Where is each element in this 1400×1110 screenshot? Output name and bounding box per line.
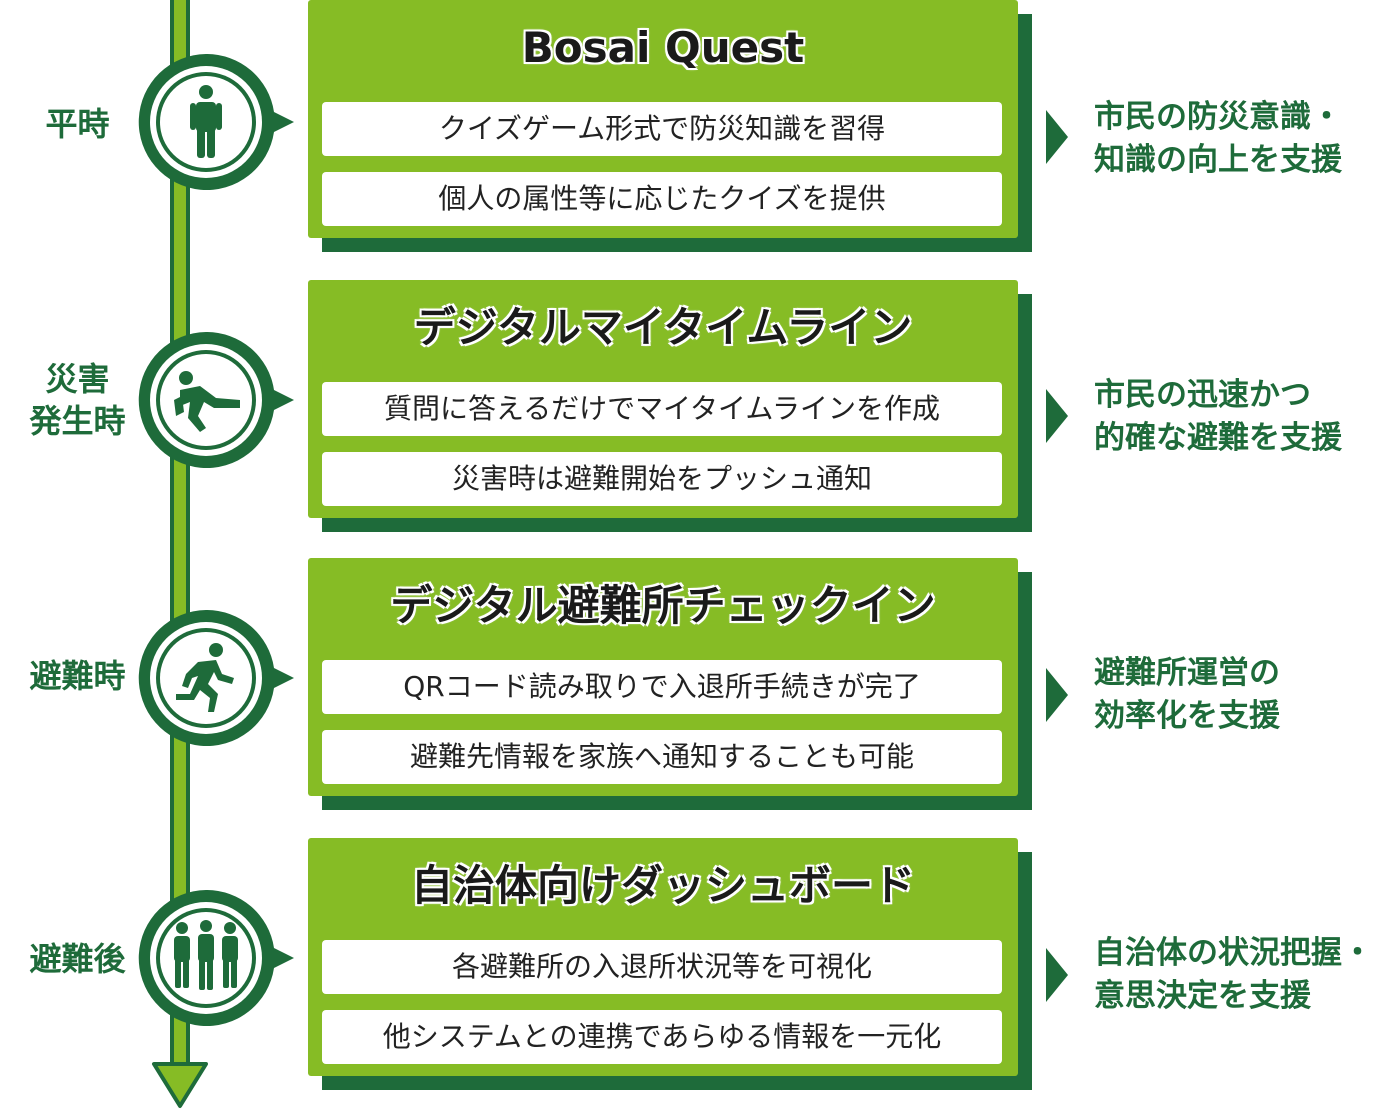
falling-person-icon <box>174 371 240 432</box>
card-body: Bosai Quest クイズゲーム形式で防災知識を習得 個人の属性等に応じたク… <box>308 0 1018 238</box>
result-text: 市民の迅速かつ 的確な避難を支援 <box>1094 374 1400 460</box>
phase-label-line: 避難時 <box>29 657 126 695</box>
result-line: 知識の向上を支援 <box>1094 142 1342 178</box>
card-bullet: 他システムとの連携であらゆる情報を一元化 <box>322 1010 1002 1064</box>
result-line: 効率化を支援 <box>1094 698 1280 734</box>
result-arrow-icon <box>1046 668 1068 722</box>
result-line: 市民の防災意識・ <box>1094 99 1342 135</box>
card-body: 自治体向けダッシュボード 各避難所の入退所状況等を可視化 他システムとの連携であ… <box>308 838 1018 1076</box>
phase-label-disaster: 災害 発生時 <box>0 358 155 442</box>
card-body: デジタルマイタイムライン 質問に答えるだけでマイタイムラインを作成 災害時は避難… <box>308 280 1018 518</box>
running-person-icon <box>176 643 234 712</box>
result-text: 避難所運営の 効率化を支援 <box>1094 652 1400 738</box>
phase-label-evacuation: 避難時 <box>0 655 155 697</box>
result-arrow-icon <box>1046 389 1068 443</box>
card-bullet: 避難先情報を家族へ通知することも可能 <box>322 730 1002 784</box>
result-line: 的確な避難を支援 <box>1094 420 1342 456</box>
phase-label-line: 平時 <box>45 105 110 143</box>
result-line: 避難所運営の <box>1094 655 1280 691</box>
result-line: 自治体の状況把握・ <box>1094 935 1373 971</box>
result-arrow-icon <box>1046 948 1068 1002</box>
card-bullet: 個人の属性等に応じたクイズを提供 <box>322 172 1002 226</box>
card-bullet: 災害時は避難開始をプッシュ通知 <box>322 452 1002 506</box>
result-arrow-icon <box>1046 110 1068 164</box>
timeline-arrow-down-icon <box>152 1062 208 1108</box>
card-bullet: QRコード読み取りで入退所手続きが完了 <box>322 660 1002 714</box>
card-title: デジタル避難所チェックイン <box>390 581 936 630</box>
result-text: 市民の防災意識・ 知識の向上を支援 <box>1094 96 1400 182</box>
result-text: 自治体の状況把握・ 意思決定を支援 <box>1094 932 1400 1018</box>
card-bullet: 各避難所の入退所状況等を可視化 <box>322 940 1002 994</box>
standing-person-icon <box>190 85 222 158</box>
card-title: Bosai Quest <box>521 23 805 72</box>
card-bullet: クイズゲーム形式で防災知識を習得 <box>322 102 1002 156</box>
card-title: 自治体向けダッシュボード <box>410 861 915 910</box>
phase-label-line: 災害 <box>45 360 110 398</box>
timeline-line <box>170 0 190 1072</box>
phase-label-line: 発生時 <box>29 402 126 440</box>
card-title: デジタルマイタイムライン <box>413 303 913 352</box>
card-bosai-quest: Bosai Quest クイズゲーム形式で防災知識を習得 個人の属性等に応じたク… <box>308 0 1032 252</box>
result-line: 意思決定を支援 <box>1094 978 1311 1014</box>
phase-label-after-evacuation: 避難後 <box>0 938 155 980</box>
card-digital-my-timeline: デジタルマイタイムライン 質問に答えるだけでマイタイムラインを作成 災害時は避難… <box>308 280 1032 532</box>
phase-label-normal: 平時 <box>0 103 155 145</box>
card-body: デジタル避難所チェックイン QRコード読み取りで入退所手続きが完了 避難先情報を… <box>308 558 1018 796</box>
card-bullet: 質問に答えるだけでマイタイムラインを作成 <box>322 382 1002 436</box>
card-digital-shelter-checkin: デジタル避難所チェックイン QRコード読み取りで入退所手続きが完了 避難先情報を… <box>308 558 1032 810</box>
group-of-people-icon <box>174 920 238 990</box>
card-municipal-dashboard: 自治体向けダッシュボード 各避難所の入退所状況等を可視化 他システムとの連携であ… <box>308 838 1032 1090</box>
phase-label-line: 避難後 <box>29 940 126 978</box>
result-line: 市民の迅速かつ <box>1094 377 1311 413</box>
